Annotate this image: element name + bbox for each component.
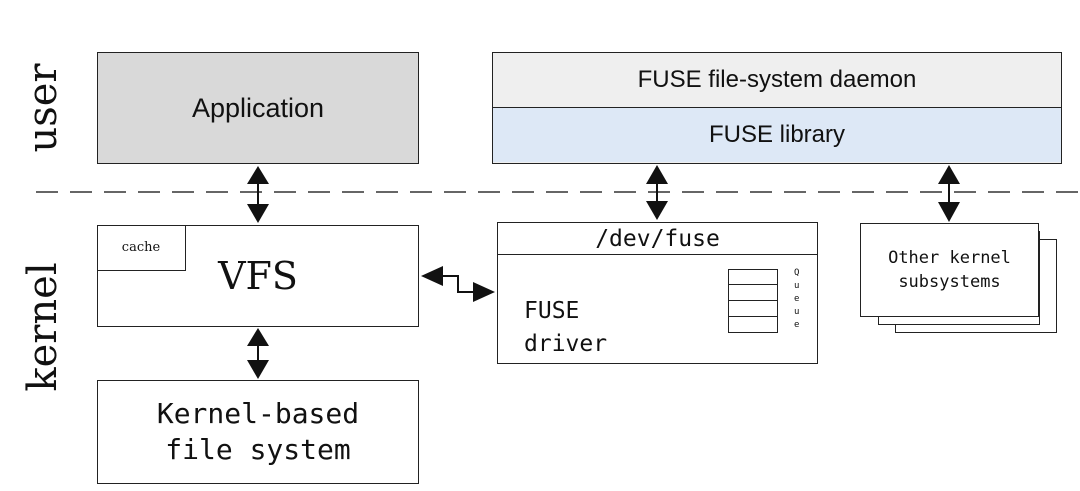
library-devfuse-arrow: [646, 165, 668, 220]
vfs-label: VFS: [218, 254, 298, 298]
other-kernel-box: Other kernel subsystems: [860, 223, 1039, 317]
kernel-region-label: kernel: [20, 262, 66, 392]
fuse-driver-label: FUSE driver: [524, 295, 607, 361]
kernel-fs-line1: Kernel-based: [156, 397, 360, 430]
vfs-cache-label: cache: [121, 240, 161, 255]
fuse-driver-line2: driver: [524, 331, 608, 357]
queue-stack: [728, 269, 778, 333]
vfs-box: cache VFS: [96, 224, 419, 327]
fuse-driver-box: /dev/fuse FUSE driver Queue: [497, 222, 818, 364]
queue-label: Queue: [794, 268, 800, 330]
other-kernel-line2: subsystems: [898, 272, 1001, 292]
vfs-cache-box: cache: [96, 224, 186, 271]
dev-fuse-label: /dev/fuse: [595, 225, 720, 252]
queue-slot: [729, 316, 777, 317]
fuse-library-box: FUSE library: [493, 108, 1061, 162]
user-region-label: user: [20, 63, 66, 153]
queue-slot: [729, 284, 777, 285]
dev-fuse-header: /dev/fuse: [498, 223, 817, 255]
vfs-label-wrap: VFS: [188, 236, 328, 316]
fuse-library-label: FUSE library: [708, 121, 846, 148]
other-kernel-line1: Other kernel: [888, 248, 1011, 268]
app-vfs-arrow: [247, 166, 269, 223]
kernel-fs-box: Kernel-based file system: [97, 380, 419, 484]
fuse-daemon-box: FUSE file-system daemon: [493, 53, 1061, 108]
fuse-daemon-label: FUSE file-system daemon: [637, 66, 917, 93]
fuse-daemon-stack: FUSE file-system daemon FUSE library: [492, 52, 1062, 164]
application-box: Application: [97, 52, 419, 164]
application-label: Application: [191, 92, 325, 123]
vfs-fusedriver-arrow: [421, 266, 495, 302]
vfs-kernelfs-arrow: [247, 328, 269, 379]
queue-slot: [729, 300, 777, 301]
kernel-fs-line2: file system: [165, 433, 351, 466]
library-otherkernel-arrow: [938, 165, 960, 222]
fuse-driver-line1: FUSE: [524, 298, 580, 324]
